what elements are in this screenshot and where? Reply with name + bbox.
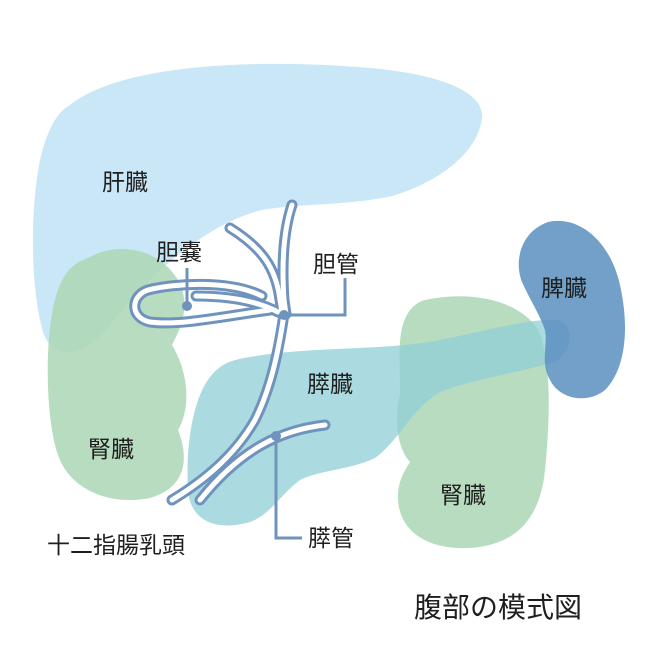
- bile-duct-dot: [279, 310, 289, 320]
- pancreatic-duct-lumen: [197, 422, 328, 503]
- pancreatic-duct-dot: [271, 431, 281, 441]
- gallbladder-label: 胆嚢: [156, 240, 202, 266]
- pancreatic-duct-label: 膵管: [308, 526, 354, 552]
- callout-dots: [182, 301, 289, 441]
- spleen-shape: [518, 220, 625, 399]
- bile-duct-leader: [286, 278, 347, 317]
- diagram-title: 腹部の模式図: [414, 591, 582, 624]
- bile-duct-right-branch-lumen: [280, 202, 295, 317]
- kidney-left-shape: [47, 249, 187, 501]
- bile-duct-left-branch-lumen: [227, 225, 285, 315]
- liver-label: 肝臓: [102, 170, 148, 196]
- spleen-label: 脾臓: [541, 276, 587, 302]
- kidney-right-label: 腎臓: [440, 483, 486, 509]
- duct-system: [129, 199, 331, 506]
- pancreas-shape: [187, 319, 570, 526]
- pancreatic-duct-leader: [274, 437, 302, 540]
- kidney-left-label: 腎臓: [88, 437, 134, 463]
- callout-leaders: [185, 268, 347, 540]
- papilla-label: 十二指腸乳頭: [47, 533, 185, 559]
- pancreas-label: 膵臓: [307, 372, 353, 398]
- common-bile-duct-lumen: [169, 311, 287, 503]
- gallbladder-dot: [182, 301, 192, 311]
- bile-duct-label: 胆管: [313, 252, 359, 278]
- gallbladder-lumen: [132, 281, 273, 326]
